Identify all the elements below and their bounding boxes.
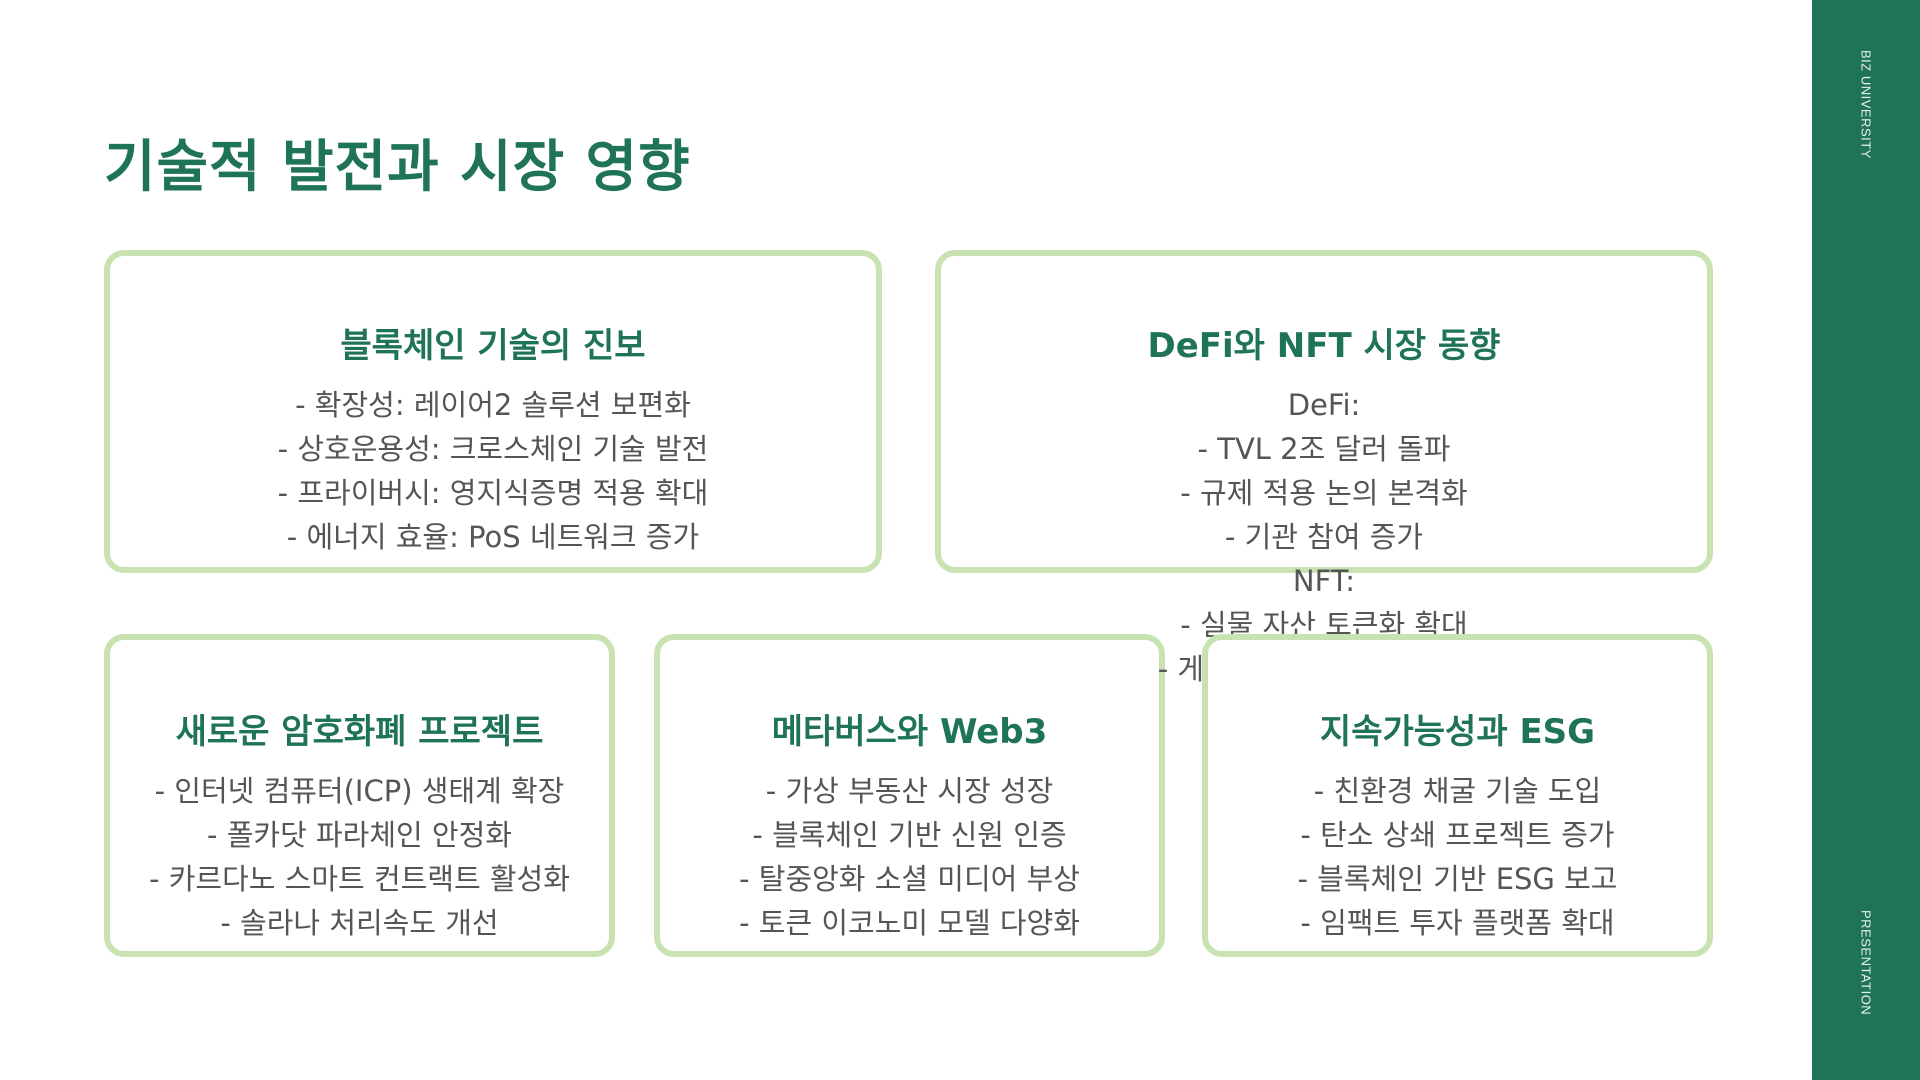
card-line: - 카르다노 스마트 컨트랙트 활성화	[149, 862, 570, 896]
card-line: - 토큰 이코노미 모델 다양화	[739, 906, 1080, 940]
sidebar-bottom-label: PRESENTATION	[1858, 910, 1874, 1016]
card-heading: 메타버스와 Web3	[771, 712, 1048, 752]
card-line: - 폴카닷 파라체인 안정화	[207, 818, 512, 852]
card-line: - 솔라나 처리속도 개선	[220, 906, 499, 940]
card-blockchain-progress: 블록체인 기술의 진보 - 확장성: 레이어2 솔루션 보편화 - 상호운용성:…	[104, 250, 882, 573]
card-line: DeFi:	[1287, 388, 1361, 422]
card-line: - 임팩트 투자 플랫폼 확대	[1300, 906, 1615, 940]
card-heading: DeFi와 NFT 시장 동향	[1147, 326, 1501, 366]
card-heading: 지속가능성과 ESG	[1319, 712, 1596, 752]
card-line: - 확장성: 레이어2 솔루션 보편화	[295, 388, 691, 422]
card-content: 블록체인 기술의 진보 - 확장성: 레이어2 솔루션 보편화 - 상호운용성:…	[110, 318, 876, 559]
card-line: - 탄소 상쇄 프로젝트 증가	[1300, 818, 1615, 852]
card-line: NFT:	[1292, 564, 1356, 598]
card-new-crypto-projects: 새로운 암호화폐 프로젝트 - 인터넷 컴퓨터(ICP) 생태계 확장 - 폴카…	[104, 634, 615, 957]
card-defi-nft-trends: DeFi와 NFT 시장 동향 DeFi: - TVL 2조 달러 돌파 - 규…	[935, 250, 1713, 686]
card-line: - 프라이버시: 영지식증명 적용 확대	[277, 476, 709, 510]
card-line: - 가상 부동산 시장 성장	[765, 774, 1054, 808]
card-line: - 블록체인 기반 ESG 보고	[1297, 862, 1618, 896]
card-content: 새로운 암호화폐 프로젝트 - 인터넷 컴퓨터(ICP) 생태계 확장 - 폴카…	[110, 704, 609, 945]
card-line: - 친환경 채굴 기술 도입	[1313, 774, 1602, 808]
card-line: - TVL 2조 달러 돌파	[1197, 432, 1451, 466]
card-sustainability-esg: 지속가능성과 ESG - 친환경 채굴 기술 도입 - 탄소 상쇄 프로젝트 증…	[1202, 634, 1713, 957]
card-line: - 에너지 효율: PoS 네트워크 증가	[286, 520, 700, 554]
card-metaverse-web3: 메타버스와 Web3 - 가상 부동산 시장 성장 - 블록체인 기반 신원 인…	[654, 634, 1165, 957]
card-line: - 규제 적용 논의 본격화	[1180, 476, 1468, 510]
card-line: - 기관 참여 증가	[1224, 520, 1424, 554]
card-heading: 새로운 암호화폐 프로젝트	[175, 712, 544, 752]
card-heading: 블록체인 기술의 진보	[340, 326, 646, 366]
slide-title: 기술적 발전과 시장 영향	[104, 135, 691, 200]
card-line: - 블록체인 기반 신원 인증	[752, 818, 1067, 852]
sidebar-top-label: BIZ UNIVERSITY	[1858, 50, 1874, 159]
card-line: - 인터넷 컴퓨터(ICP) 생태계 확장	[154, 774, 565, 808]
card-content: 지속가능성과 ESG - 친환경 채굴 기술 도입 - 탄소 상쇄 프로젝트 증…	[1208, 704, 1707, 945]
card-content: 메타버스와 Web3 - 가상 부동산 시장 성장 - 블록체인 기반 신원 인…	[660, 704, 1159, 945]
card-line: - 탈중앙화 소셜 미디어 부상	[739, 862, 1080, 896]
sidebar: BIZ UNIVERSITY PRESENTATION	[1812, 0, 1920, 1080]
card-line: - 상호운용성: 크로스체인 기술 발전	[277, 432, 709, 466]
